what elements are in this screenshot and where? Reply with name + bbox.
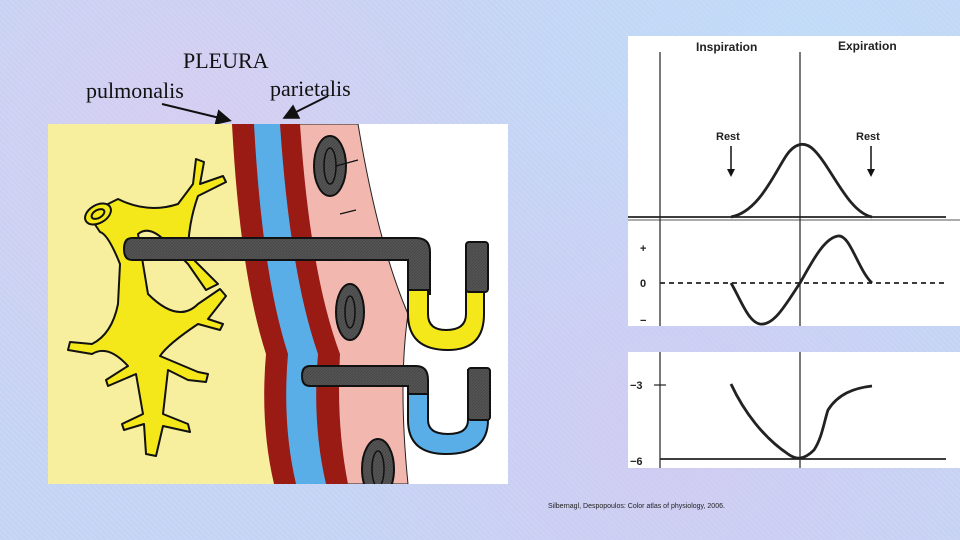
ribs [313, 135, 395, 484]
parietalis-label: parietalis [270, 76, 351, 101]
parietalis-arrow [282, 95, 329, 119]
inspiration-label: Inspiration [696, 40, 757, 54]
pleura-illustration [48, 124, 508, 484]
pleura-title: PLEURA [183, 48, 269, 73]
parietal-pleura [276, 124, 348, 484]
intrapleural-pressure-curve [729, 383, 873, 460]
visceral-pleura [228, 124, 296, 484]
rest-label-right: Rest [856, 131, 880, 143]
pleural-cavity [252, 124, 326, 484]
bronchial-tree [67, 158, 227, 457]
tick-minus: − [640, 315, 646, 326]
pulmonalis-label: pulmonalis [86, 78, 184, 103]
manometer-lower [300, 365, 491, 456]
alveolar-pressure-curve [729, 234, 874, 326]
citation: Silbernagl, Despopoulos: Color atlas of … [548, 503, 725, 510]
rest-label-left: Rest [716, 131, 740, 143]
tick-zero: 0 [640, 278, 646, 290]
tick-minus-3: −3 [630, 380, 643, 392]
tick-plus: + [640, 243, 646, 255]
pulmonalis-arrow [161, 103, 232, 125]
volume-curve [730, 142, 873, 219]
manometer-upper [122, 237, 489, 352]
volume-pressure-graph: Inspiration Expiration Rest Rest + 0 − [628, 36, 960, 326]
expiration-label: Expiration [838, 39, 897, 53]
pleura-pointer-arrows [161, 95, 329, 125]
tick-minus-6: −6 [630, 456, 643, 468]
intrapleural-pressure-graph: −3 −6 [628, 352, 960, 468]
